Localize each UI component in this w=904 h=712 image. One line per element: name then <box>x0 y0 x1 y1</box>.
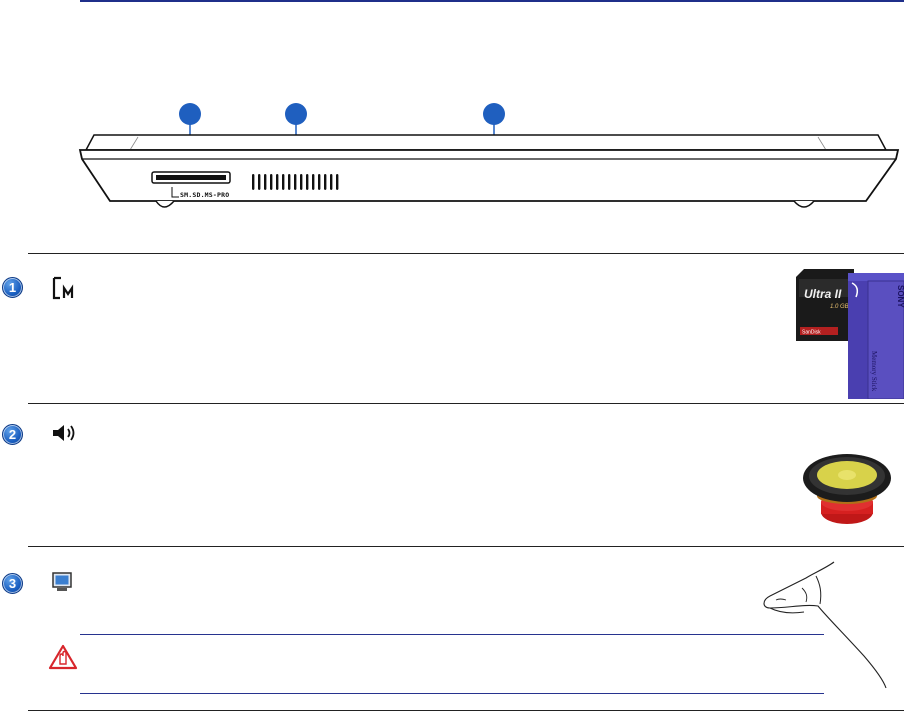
page-bottom-rule <box>28 710 904 711</box>
note-bottom-rule <box>80 693 824 694</box>
warning-hand-icon <box>48 644 78 670</box>
callout-card-reader <box>179 103 201 125</box>
card-brand: Ultra II <box>804 287 842 301</box>
stick-name: Memory Stick <box>870 351 878 392</box>
speaker-photo <box>803 454 891 524</box>
speaker-icon <box>53 425 75 441</box>
display-lid-icon <box>52 572 72 591</box>
stick-brand: SONY <box>896 285 904 308</box>
card-slot-label: SM.SD.MS-PRO <box>180 191 230 199</box>
section-number-badge: 1 <box>2 277 23 298</box>
memory-card-photo: Ultra II 1.0 GB SanDisk SONY Memory Stic… <box>796 269 904 399</box>
note-top-rule <box>80 634 824 635</box>
card-capacity: 1.0 GB <box>830 304 849 310</box>
memory-card-icon <box>52 276 74 300</box>
section-divider <box>28 546 904 547</box>
speaker-grille <box>252 174 339 190</box>
section-divider <box>28 253 904 254</box>
laptop-front-diagram <box>78 113 900 208</box>
callout-speaker <box>285 103 307 125</box>
section-number-badge: 2 <box>2 424 23 445</box>
section-divider <box>28 403 904 404</box>
header-rule <box>80 0 904 2</box>
section-number-badge: 3 <box>2 573 23 594</box>
callout-display-latch <box>483 103 505 125</box>
hand-illustration <box>763 561 887 689</box>
card-maker: SanDisk <box>802 330 821 336</box>
